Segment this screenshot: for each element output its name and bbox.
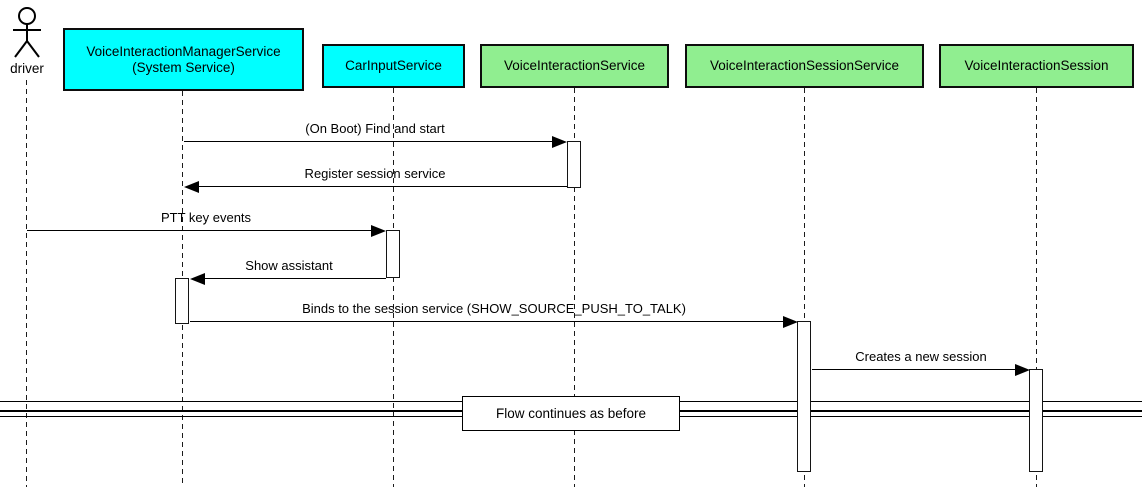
activation-voiceinteractionsession <box>1029 369 1043 472</box>
participant-sublabel: (System Service) <box>132 59 235 75</box>
participant-voiceinteractionservice: VoiceInteractionService <box>480 44 669 88</box>
lifeline-voiceinteractionservice <box>574 88 576 487</box>
activation-voiceinteractionmanagerservice <box>175 278 189 324</box>
divider-label-box: Flow continues as before <box>462 396 680 431</box>
participant-voiceinteractionsession: VoiceInteractionSession <box>939 44 1134 88</box>
participant-label: VoiceInteractionService <box>503 58 646 73</box>
arrowhead-right-icon <box>783 316 798 328</box>
arrowhead-left-icon <box>190 273 205 285</box>
participant-label: VoiceInteractionManagerService <box>86 43 281 59</box>
message-line <box>184 141 553 142</box>
participant-voiceinteractionmanagerservice: VoiceInteractionManagerService (System S… <box>63 28 304 91</box>
message-line <box>190 321 783 322</box>
actor-driver-icon <box>13 7 41 58</box>
message-label-creates-a-new-session: Creates a new session <box>855 349 987 364</box>
message-line <box>205 278 386 279</box>
participant-carinputservice: CarInputService <box>322 44 465 88</box>
lifeline-carinputservice <box>393 88 395 487</box>
participant-label: CarInputService <box>345 58 442 73</box>
message-line <box>27 230 372 231</box>
message-label-show-assistant: Show assistant <box>245 258 333 273</box>
lifeline-voiceinteractionsession <box>1036 88 1038 487</box>
activation-carinputservice <box>386 230 400 278</box>
arrowhead-left-icon <box>184 181 199 193</box>
participant-label: VoiceInteractionSession <box>964 58 1109 73</box>
message-label-binds-to-session-service: Binds to the session service (SHOW_SOURC… <box>302 301 686 316</box>
arrowhead-right-icon <box>371 225 386 237</box>
message-label-ptt-key-events: PTT key events <box>160 210 252 225</box>
message-label-on-boot-find-and-start: (On Boot) Find and start <box>305 121 445 136</box>
arrowhead-right-icon <box>1015 364 1030 376</box>
participant-voiceinteractionsessionservice: VoiceInteractionSessionService <box>685 44 924 88</box>
activation-voiceinteractionservice <box>567 141 581 188</box>
message-line <box>199 186 567 187</box>
participant-label: VoiceInteractionSessionService <box>709 58 900 73</box>
message-line <box>812 369 1015 370</box>
message-label-register-session-service: Register session service <box>304 166 446 181</box>
arrowhead-right-icon <box>552 136 567 148</box>
lifeline-driver <box>26 80 28 487</box>
divider-label: Flow continues as before <box>495 406 647 421</box>
actor-driver-label: driver <box>10 61 44 76</box>
lifeline-voiceinteractionsessionservice <box>804 88 806 487</box>
activation-voiceinteractionsessionservice <box>797 321 811 472</box>
